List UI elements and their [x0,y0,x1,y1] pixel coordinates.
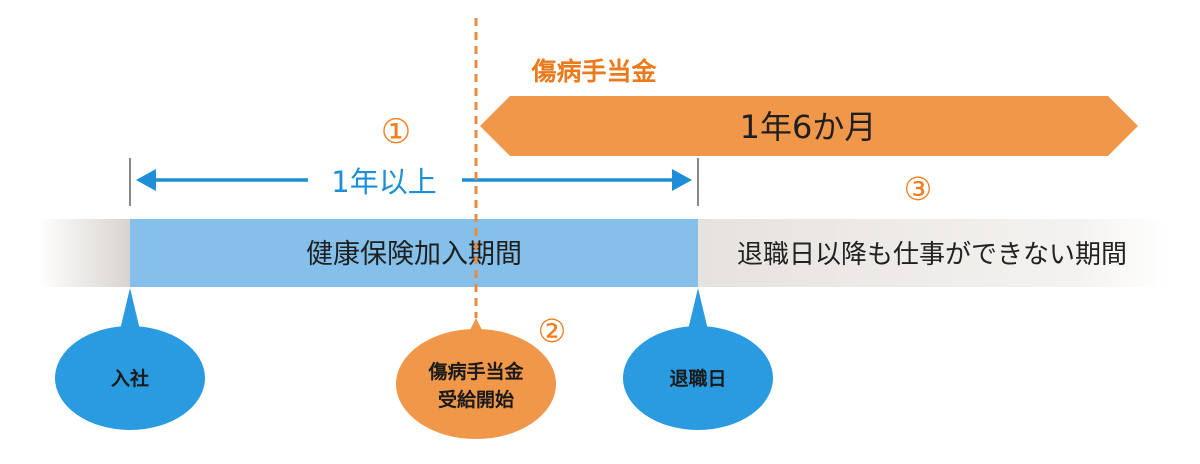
post-retirement-segment [698,219,1168,287]
marker-one: ① [381,112,411,152]
benefit-start-label-line2: 受給開始 [438,388,514,411]
benefit-start-bubble: 傷病手当金 受給開始 [396,318,556,439]
marker-three: ③ [904,170,933,208]
retirement-bubble: 退職日 [623,288,773,430]
benefit-duration-label: 1年6か月 [740,108,877,146]
joined-label: 入社 [111,367,149,390]
benefit-period-arrow [480,96,1138,156]
span-label: 1年以上 [331,165,436,199]
post-retirement-label: 退職日以降も仕事ができない期間 [737,240,1127,270]
benefit-title: 傷病手当金 [530,57,657,86]
marker-two: ② [538,312,567,350]
retirement-label: 退職日 [669,367,726,390]
span-arrowhead-left [136,169,156,191]
benefit-start-label-line1: 傷病手当金 [427,360,524,383]
insured-period-label: 健康保険加入期間 [306,239,522,270]
span-arrowhead-right [672,169,692,191]
joined-bubble: 入社 [55,288,205,430]
insured-period-segment [130,219,698,287]
pre-enrollment-segment [38,219,130,287]
